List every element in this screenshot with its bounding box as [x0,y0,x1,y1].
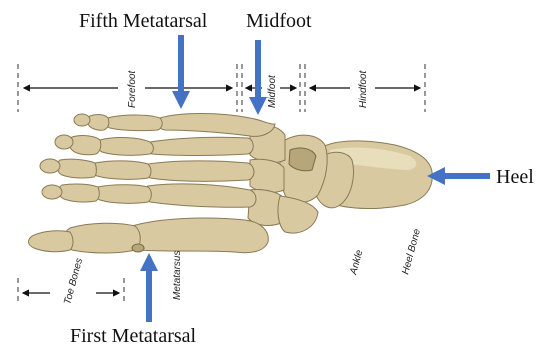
metatarsus-label: Metatarsus [172,251,183,300]
hindfoot-label: Hindfoot [358,70,369,108]
first-metatarsal-label: First Metatarsal [70,325,197,347]
midfoot-label: Midfoot [246,10,312,32]
forefoot-label: Forefoot [127,70,138,108]
heel-label: Heel [496,166,534,188]
heel-bone-label: Heel Bone [400,227,423,275]
toe-bones-label: Toe Bones [62,257,85,306]
fifth-metatarsal-label: Fifth Metatarsal [79,10,208,32]
foot-skeleton [28,114,432,254]
ankle-label: Ankle [348,248,365,276]
midfoot-region-label: Midfoot [267,74,278,108]
